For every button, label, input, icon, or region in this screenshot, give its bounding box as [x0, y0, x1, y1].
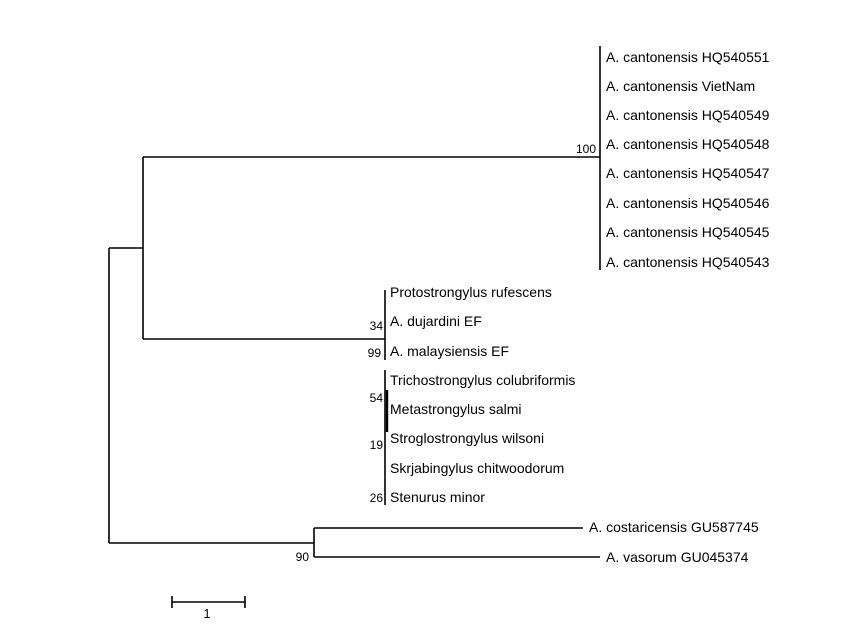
support-value: 19 [370, 438, 384, 452]
support-value: 26 [370, 491, 384, 505]
leaf-label: A. cantonensis HQ540546 [606, 195, 770, 211]
leaf-label: A. dujardini EF [390, 313, 482, 329]
scale-bar: 1 [171, 596, 246, 621]
support-values: 100 34 99 54 19 26 90 [296, 142, 597, 564]
leaf-label: Stroglostrongylus wilsoni [390, 430, 544, 446]
leaf-label: A. cantonensis HQ540545 [606, 224, 770, 240]
support-value: 54 [370, 391, 384, 405]
leaf-label: A. cantonensis HQ540547 [606, 165, 770, 181]
leaf-label: A. cantonensis HQ540549 [606, 107, 770, 123]
leaf-label: A. malaysiensis EF [390, 343, 509, 359]
leaf-label: A. cantonensis HQ540548 [606, 136, 770, 152]
support-value: 100 [576, 142, 596, 156]
tree-branches [108, 46, 601, 558]
leaf-label: A. cantonensis HQ540551 [606, 49, 770, 65]
leaf-label: Trichostrongylus colubriformis [390, 372, 575, 388]
support-value: 99 [368, 346, 382, 360]
leaf-label: Stenurus minor [390, 489, 485, 505]
leaf-labels: A. cantonensis HQ540551 A. cantonensis V… [390, 49, 770, 565]
leaf-label: A. costaricensis GU587745 [589, 519, 759, 535]
support-value: 90 [296, 550, 310, 564]
leaf-label: Protostrongylus rufescens [390, 284, 552, 300]
leaf-label: Metastrongylus salmi [390, 401, 522, 417]
leaf-label: Skrjabingylus chitwoodorum [390, 460, 564, 476]
scale-bar-label: 1 [203, 606, 210, 621]
support-value: 34 [370, 319, 384, 333]
leaf-label: A. cantonensis VietNam [606, 78, 755, 94]
leaf-label: A. vasorum GU045374 [606, 549, 749, 565]
leaf-label: A. cantonensis HQ540543 [606, 254, 770, 270]
